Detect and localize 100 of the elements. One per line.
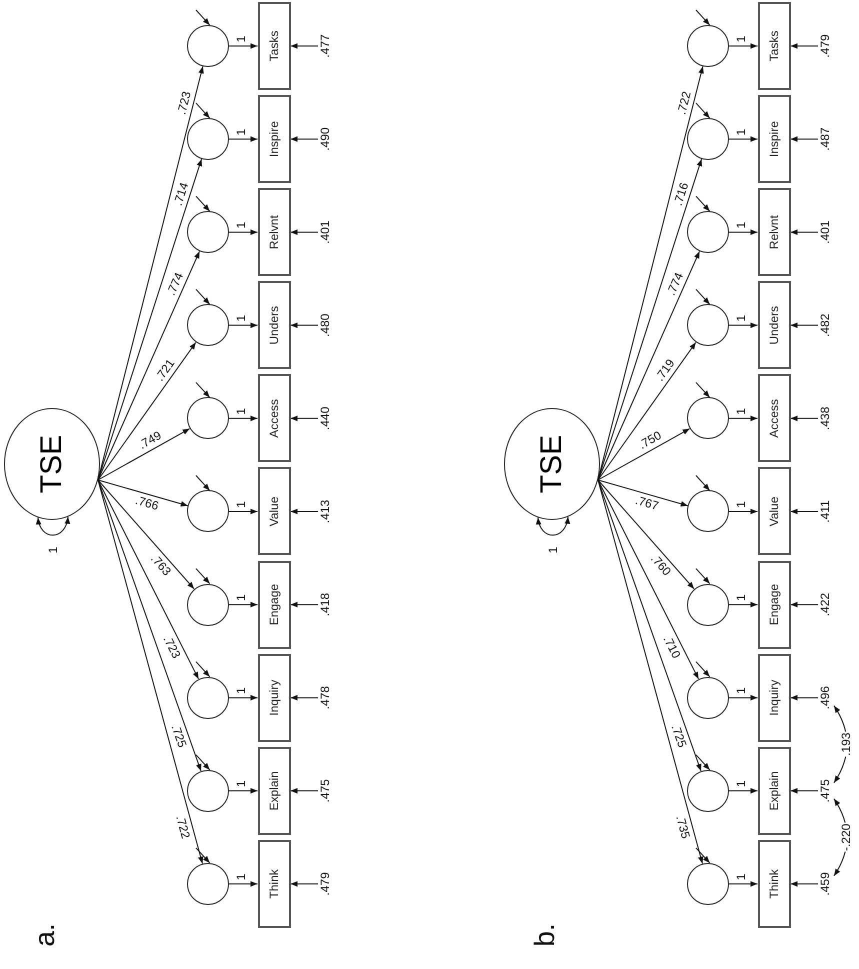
variable-name: Relvnt: [268, 215, 280, 250]
indicator-box: [258, 746, 290, 835]
arrow: [290, 881, 318, 887]
variable-name: Value: [768, 496, 780, 526]
edge-label: 1: [735, 872, 748, 882]
variance-value: .422: [818, 586, 832, 623]
arrow: [696, 568, 710, 584]
variable-name: Explain: [268, 771, 280, 810]
arrow: [228, 602, 258, 608]
arrow: [696, 288, 710, 305]
arrow: [696, 102, 710, 119]
arrow: [696, 475, 710, 492]
variance-value: .440: [318, 400, 332, 436]
arrow: [196, 475, 210, 492]
indicator-box: [758, 281, 790, 370]
edge-label: 1: [735, 500, 748, 509]
variance-value: .490: [318, 121, 332, 158]
arrow: [790, 43, 818, 49]
arrow: [790, 416, 818, 422]
edge-label: 1: [735, 314, 748, 323]
variable-name: Inquiry: [768, 680, 780, 716]
variance-value: .478: [318, 680, 332, 716]
variable-name: Explain: [768, 771, 780, 810]
arrow: [196, 754, 210, 770]
edge-label: .722: [675, 89, 694, 117]
arrow: [98, 480, 200, 680]
variance-value: .475: [818, 772, 832, 809]
variable-name: Relvnt: [768, 215, 780, 250]
arrow: [228, 508, 258, 514]
panel-label: b.: [531, 923, 559, 947]
arrow: [696, 196, 710, 212]
arrow: [196, 102, 210, 119]
arrow: [290, 322, 318, 328]
variance-value: .482: [818, 307, 832, 344]
edge-label: .723: [175, 89, 194, 117]
edge-label: 1: [235, 314, 248, 323]
arrow: [696, 382, 710, 398]
edge-label: 1: [735, 779, 748, 788]
arrow: [196, 847, 210, 864]
latent-name: TSE: [537, 434, 567, 494]
variance-value: .479: [318, 866, 332, 902]
arrow: [790, 694, 818, 700]
arrow: [696, 754, 710, 770]
variance-value: .401: [818, 214, 832, 250]
arrow: [728, 694, 758, 700]
arrow: [228, 416, 258, 422]
indicator-box: [258, 560, 290, 649]
edge-label: 1: [235, 128, 248, 136]
arrow: [196, 10, 210, 26]
arrow: [228, 43, 258, 49]
arrow: [598, 428, 690, 480]
arrow: [790, 322, 818, 328]
indicator-box: [258, 374, 290, 462]
indicator-box: [258, 840, 290, 928]
arrow: [228, 788, 258, 794]
arrow: [196, 288, 210, 305]
edge-label: 1: [235, 407, 248, 416]
variable-name: Tasks: [768, 30, 780, 62]
arrow: [598, 480, 695, 590]
arrow: [196, 568, 210, 584]
arrow: [696, 847, 710, 864]
variance-value: .438: [818, 400, 832, 436]
variable-name: Unders: [268, 306, 280, 345]
edge-label: 1: [235, 34, 248, 44]
arrow: [728, 881, 758, 887]
edge-label: 1: [547, 546, 559, 554]
arrow: [728, 416, 758, 422]
indicator-box: [758, 560, 790, 649]
arrow: [98, 428, 190, 480]
arrow: [290, 508, 318, 514]
indicator-box: [758, 95, 790, 184]
variable-name: Think: [768, 869, 780, 899]
arrow: [790, 136, 818, 142]
arrow: [598, 480, 688, 506]
arrow: [790, 881, 818, 887]
edge-label: 1: [735, 407, 748, 416]
variable-name: Think: [268, 869, 280, 899]
variance-value: .477: [318, 28, 332, 64]
arrow: [728, 229, 758, 235]
edge-label: 1: [235, 593, 248, 602]
arrow: [196, 196, 210, 212]
arrow: [696, 661, 710, 678]
variance-value: .475: [318, 772, 332, 809]
arrow: [728, 788, 758, 794]
edge-label: 1: [735, 220, 748, 230]
variance-value: .480: [318, 307, 332, 344]
edge-label: 1: [235, 779, 248, 788]
edge-label: 1: [47, 546, 59, 554]
variable-name: Engage: [768, 584, 780, 626]
arrow: [790, 788, 818, 794]
indicator-box: [258, 468, 290, 556]
arrow: [228, 694, 258, 700]
arrow: [598, 480, 700, 680]
indicator-box: [258, 654, 290, 742]
indicator-box: [258, 281, 290, 370]
edge-label: 1: [735, 593, 748, 602]
arrow: [196, 661, 210, 678]
variable-name: Tasks: [268, 30, 280, 62]
arrow: [598, 342, 696, 480]
arrow: [228, 881, 258, 887]
